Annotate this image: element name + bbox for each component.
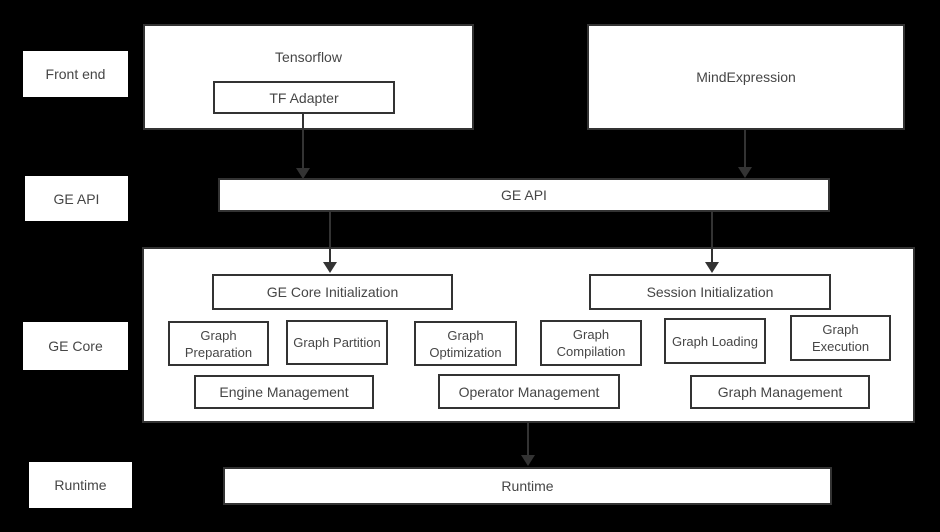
- engine-management-box: Engine Management: [194, 375, 374, 409]
- side-label-ge-api: GE API: [25, 176, 128, 221]
- arrow-tf-adapter-to-ge-api: [296, 113, 310, 179]
- mindexpression-box: MindExpression: [587, 24, 905, 130]
- tensorflow-box: Tensorflow TF Adapter: [143, 24, 474, 130]
- graph-execution-box: Graph Execution: [790, 315, 891, 361]
- arrow-ge-api-to-session-initialization: [705, 212, 719, 273]
- graph-optimization-box: Graph Optimization: [414, 321, 517, 366]
- side-label-front-end: Front end: [23, 51, 128, 97]
- tensorflow-label: Tensorflow: [275, 49, 342, 65]
- runtime-bar: Runtime: [223, 467, 832, 505]
- ge-core-initialization-box: GE Core Initialization: [212, 274, 453, 310]
- arrow-mindexpression-to-ge-api: [738, 130, 752, 178]
- tf-adapter-box: TF Adapter: [213, 81, 395, 114]
- graph-preparation-box: Graph Preparation: [168, 321, 269, 366]
- graph-management-box: Graph Management: [690, 375, 870, 409]
- side-label-ge-core: GE Core: [23, 322, 128, 370]
- operator-management-box: Operator Management: [438, 374, 620, 409]
- graph-compilation-box: Graph Compilation: [540, 320, 642, 366]
- arrow-ge-core-to-runtime: [521, 423, 535, 466]
- side-label-runtime: Runtime: [29, 462, 132, 508]
- session-initialization-box: Session Initialization: [589, 274, 831, 310]
- ge-api-bar: GE API: [218, 178, 830, 212]
- tf-adapter-label: TF Adapter: [269, 89, 339, 106]
- arrow-ge-api-to-ge-core-initialization: [323, 212, 337, 273]
- graph-loading-box: Graph Loading: [664, 318, 766, 364]
- graph-partition-box: Graph Partition: [286, 320, 388, 365]
